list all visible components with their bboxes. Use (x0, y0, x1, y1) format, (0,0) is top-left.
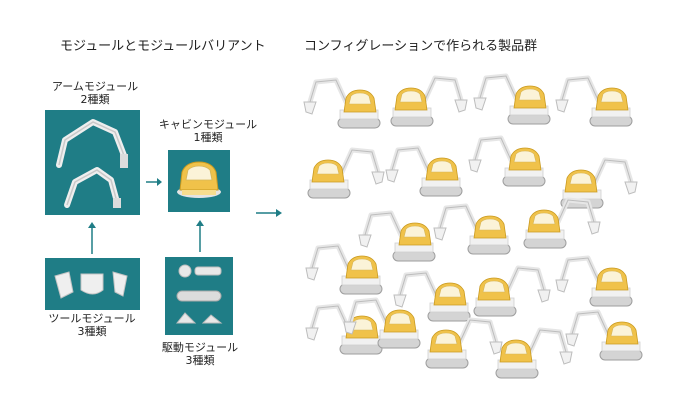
tool-module-box (45, 258, 140, 310)
excavator-product-13 (390, 265, 476, 329)
left-heading: モジュールとモジュールバリアント (60, 39, 266, 54)
drive-variant-wheels (178, 264, 222, 278)
arm-module-count: 2種類 (80, 93, 110, 106)
excavator-product-17 (420, 312, 506, 376)
arm-module-illustration (56, 119, 128, 208)
cabin-module-count: 1種類 (193, 131, 223, 144)
excavator-product-20 (490, 322, 576, 386)
right-heading: コンフィグレーションで作られる製品群 (304, 39, 538, 54)
excavator-product-15 (552, 250, 638, 314)
excavator-product-3 (470, 68, 556, 132)
excavator-product-18 (340, 292, 426, 356)
arm-module-label: アームモジュール 2種類 (45, 80, 145, 106)
drive-module-count: 3種類 (185, 354, 215, 367)
arrow-tool-to-arm (88, 222, 96, 254)
tool-module-count: 3種類 (77, 325, 107, 338)
drive-variant-tracks (176, 290, 222, 302)
excavator-product-1 (300, 72, 386, 136)
excavator-product-7 (465, 130, 551, 194)
drive-module-box (165, 257, 233, 335)
excavator-product-10 (430, 198, 516, 262)
tool-module-label: ツールモジュール 3種類 (42, 312, 142, 338)
drive-variant-legs (175, 312, 223, 324)
drive-module-illustration (175, 264, 223, 324)
cabin-module-label: キャビンモジュール 1種類 (158, 118, 258, 144)
arm-variant-short (64, 167, 121, 208)
drive-module-label: 駆動モジュール 3種類 (150, 341, 250, 367)
excavator-product-19 (562, 304, 648, 368)
arrow-arm-to-cabin (146, 178, 162, 186)
arm-module-name: アームモジュール (51, 80, 139, 93)
excavator-product-4 (552, 70, 638, 134)
excavator-product-2 (385, 70, 471, 134)
arrow-drive-to-cabin (196, 220, 204, 252)
cabin-module-box (168, 150, 230, 212)
drive-module-name: 駆動モジュール (161, 341, 239, 354)
excavator-product-9 (355, 205, 441, 269)
excavator-product-12 (302, 238, 388, 302)
tool-module-name: ツールモジュール (48, 312, 136, 325)
tool-module-illustration (54, 271, 128, 299)
product-group (290, 60, 670, 390)
arm-module-box (45, 110, 140, 215)
arm-variant-long (56, 119, 128, 168)
cabin-module-name: キャビンモジュール (158, 118, 258, 131)
excavator-product-8 (555, 152, 641, 216)
excavator-product-6 (382, 140, 468, 204)
excavator-product-14 (468, 260, 554, 324)
arrow-modules-to-products (256, 209, 282, 217)
cabin-module-illustration (177, 161, 221, 198)
excavator-product-11 (518, 192, 604, 256)
excavator-product-5 (302, 142, 388, 206)
